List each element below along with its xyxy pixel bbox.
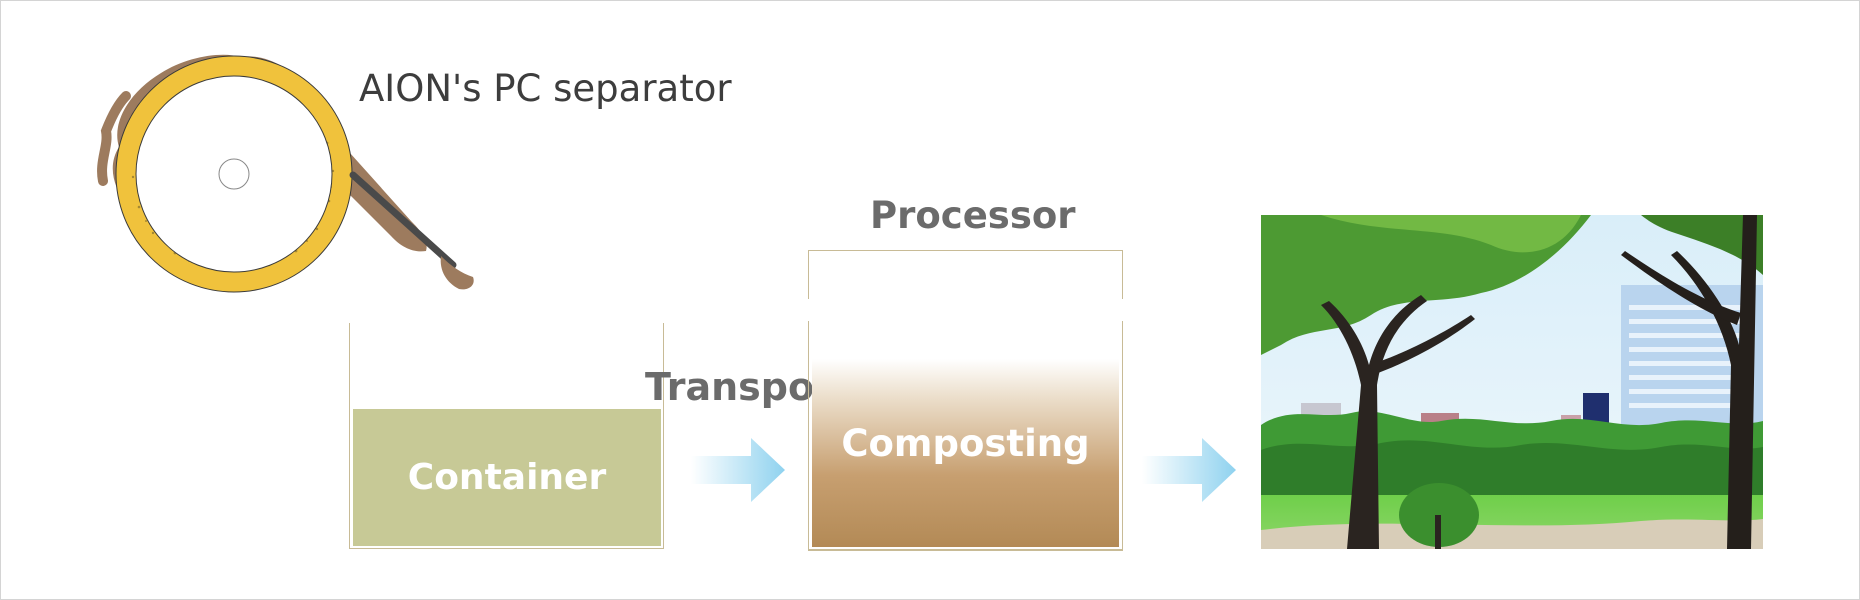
container-label: Container xyxy=(407,457,607,498)
separator-label: AION's PC separator xyxy=(359,67,732,110)
container-box: Container xyxy=(353,409,661,546)
processor-walls xyxy=(808,321,1123,550)
processor-gap xyxy=(806,299,1124,321)
tree-trunk-left xyxy=(1321,295,1427,549)
arrow-right-icon xyxy=(1142,438,1236,502)
composting-box: Composting xyxy=(812,359,1119,547)
processor-label: Processor xyxy=(870,194,1076,237)
arrow-right-icon xyxy=(691,438,785,502)
composting-label: Composting xyxy=(841,421,1090,465)
tree-trunk-right xyxy=(1671,215,1757,549)
separator-roll-icon xyxy=(97,54,474,293)
container-frame xyxy=(349,323,664,549)
park-photo xyxy=(1261,215,1763,549)
